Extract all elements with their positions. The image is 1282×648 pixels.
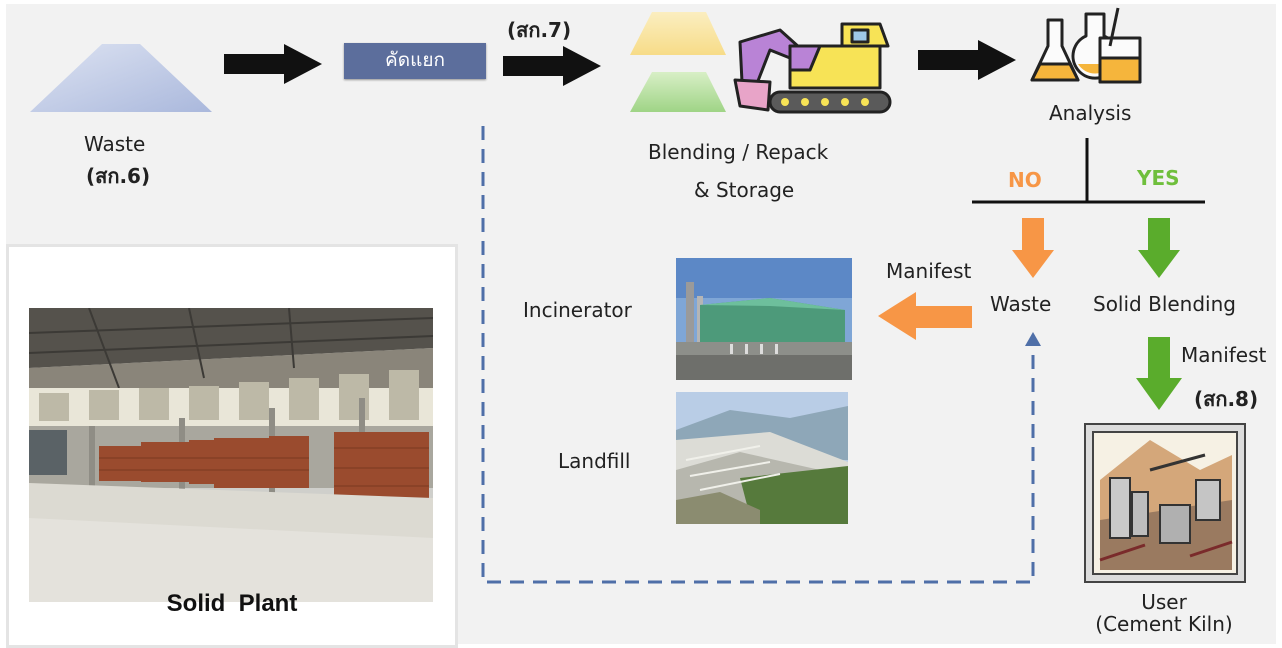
lab-flasks-icon [1030,7,1142,84]
solid-plant-caption: Solid Plant [166,590,298,617]
orange-left-arrow [878,292,972,340]
dashed-arrow-head [1025,332,1041,346]
waste-pile-icon [30,44,212,112]
green-pile-icon [630,72,726,112]
solid-plant-photo [29,308,433,602]
green-down-arrow-manifest [1136,337,1182,410]
user-line2: (Cement Kiln) [1095,612,1233,636]
decision-branch [972,138,1205,204]
no-manifest-label: Manifest [886,259,972,283]
input-waste-code: (สก.6) [86,164,151,188]
solid-blending-label: Solid Blending [1093,292,1236,316]
user-line1: User [1141,590,1187,614]
landfill-photo [676,392,848,524]
excavator-icon [733,22,892,114]
orange-down-arrow [1012,218,1054,278]
no-waste-label: Waste [990,292,1052,316]
yes-label: YES [1137,166,1180,190]
cement-kiln-icon [1084,423,1246,583]
black-arrow-2 [503,46,601,86]
green-down-arrow [1138,218,1180,278]
landfill-label: Landfill [558,449,631,473]
analysis-label: Analysis [1049,101,1132,125]
incinerator-label: Incinerator [523,298,632,322]
black-arrow-1 [224,44,322,84]
no-label: NO [1008,168,1042,192]
yellow-pile-icon [630,12,726,55]
yes-manifest-label: Manifest [1181,343,1267,367]
blending-line1: Blending / Repack [648,140,829,164]
solid-plant-card: Solid Plant [6,244,458,648]
sorting-code: (สก.7) [507,18,572,42]
blending-line2: & Storage [694,178,795,202]
yes-manifest-code: (สก.8) [1194,387,1259,411]
black-arrow-3 [918,40,1016,80]
sorting-box: คัดแยก [344,43,486,79]
input-waste-label: Waste [84,132,146,156]
incinerator-photo [676,258,852,380]
